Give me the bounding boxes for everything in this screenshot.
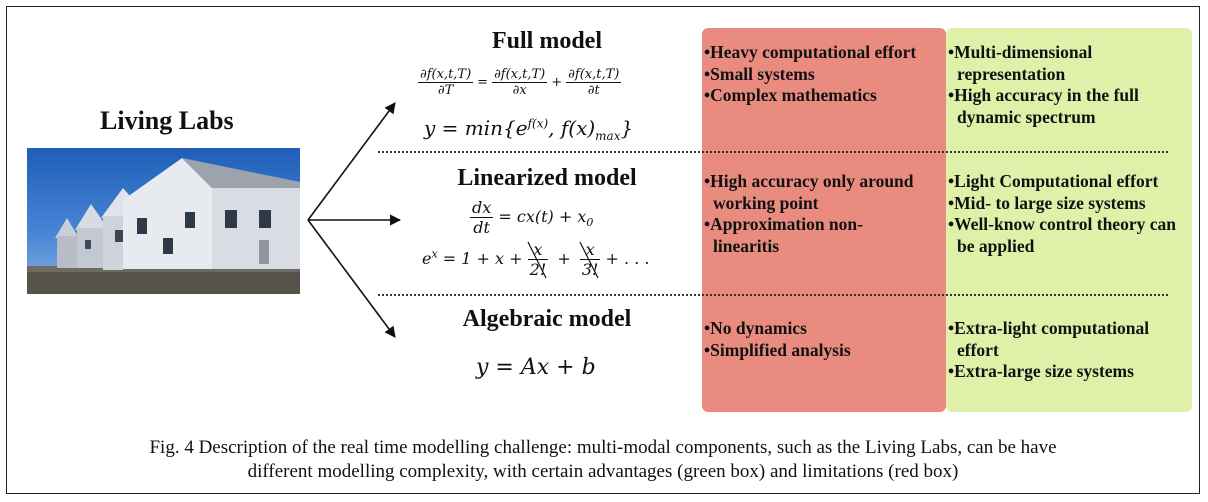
figure-caption: Fig. 4 Description of the real time mode…	[6, 436, 1200, 484]
advantages-list-full: Multi-dimensional representation High ac…	[948, 42, 1184, 128]
limitation-item: Small systems	[704, 64, 942, 86]
model-title-linearized: Linearized model	[457, 165, 637, 191]
limitations-list-full: Heavy computational effort Small systems…	[704, 42, 942, 107]
advantage-item: Extra-large size systems	[948, 361, 1190, 383]
equation-algebraic: y = Ax + b	[476, 355, 596, 380]
limitation-item: Complex mathematics	[704, 85, 942, 107]
equation-full-pde: ∂f(x,t,T)∂T=∂f(x,t,T)∂x+∂f(x,t,T)∂t	[418, 67, 622, 98]
limitation-item: Heavy computational effort	[704, 42, 942, 64]
limitation-item: Approximation non-linearitis	[704, 214, 920, 257]
living-labs-title: Living Labs	[100, 106, 234, 135]
living-labs-photo	[27, 148, 300, 294]
section-divider	[378, 151, 1168, 153]
model-title-algebraic: Algebraic model	[462, 306, 632, 332]
limitation-item: High accuracy only around working point	[704, 171, 920, 214]
figure-frame	[6, 6, 1200, 494]
section-divider	[378, 294, 1168, 296]
advantage-item: Multi-dimensional representation	[948, 42, 1184, 85]
advantage-item: Well-know control theory can be applied	[948, 214, 1190, 257]
advantages-list-algebraic: Extra-light computational effort Extra-l…	[948, 318, 1190, 383]
advantage-item: High accuracy in the full dynamic spectr…	[948, 85, 1184, 128]
advantage-item: Light Computational effort	[948, 171, 1190, 193]
limitation-item: No dynamics	[704, 318, 942, 340]
model-title-full: Full model	[491, 28, 602, 54]
branching-arrows	[307, 102, 402, 338]
caption-line: different modelling complexity, with cer…	[247, 461, 959, 482]
limitations-list-linearized: High accuracy only around working point …	[704, 171, 920, 257]
caption-line: Fig. 4 Description of the real time mode…	[149, 437, 1057, 458]
limitations-list-algebraic: No dynamics Simplified analysis	[704, 318, 942, 361]
equation-full-min: y = min{ef(x), f(x)max}	[424, 116, 634, 143]
advantage-item: Mid- to large size systems	[948, 193, 1190, 215]
advantage-item: Extra-light computational effort	[948, 318, 1190, 361]
advantages-list-linearized: Light Computational effort Mid- to large…	[948, 171, 1190, 257]
limitation-item: Simplified analysis	[704, 340, 942, 362]
